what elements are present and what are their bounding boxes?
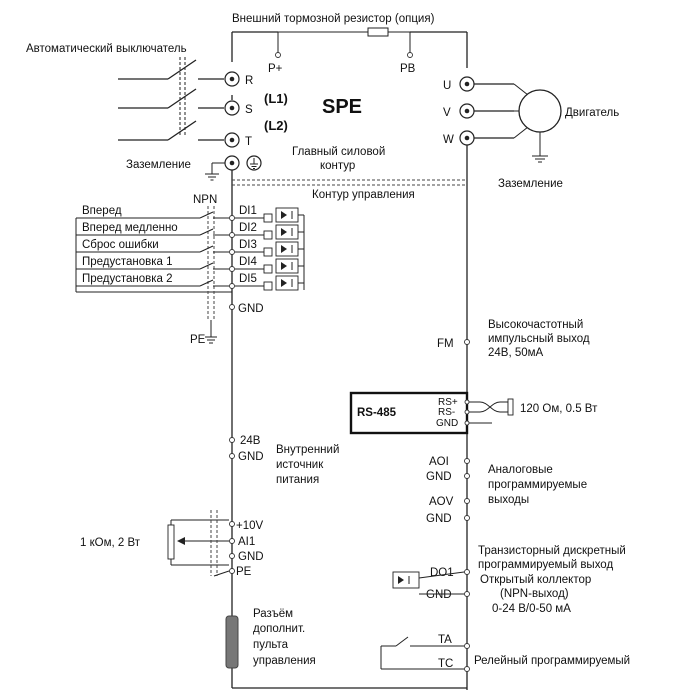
pe-label-di: PE — [190, 334, 206, 346]
gnd-label-di: GND — [238, 303, 264, 315]
terminal-24v: 24В — [240, 435, 261, 447]
ground-label-right: Заземление — [498, 178, 563, 190]
analog-input: 1 кОм, 2 Вт +10V AI1 GND PE — [80, 510, 264, 578]
potentiometer-icon — [167, 524, 175, 560]
terminal-ai1: AI1 — [238, 536, 255, 548]
pot-label: 1 кОм, 2 Вт — [80, 537, 141, 549]
brand-label: SPE — [322, 96, 362, 118]
switch-label-5: Предустановка 2 — [82, 273, 173, 285]
brake-resistor-label: Внешний тормозной резистор (опция) — [232, 13, 435, 25]
brake-resistor: Внешний тормозной резистор (опция) P+ PB — [232, 13, 435, 75]
panel-connector-icon — [225, 615, 239, 669]
terminal-rs-plus: RS+ — [438, 397, 458, 408]
motor-label: Двигатель — [565, 107, 619, 119]
analog-outputs: AOI GND AOV GND Аналоговые программируем… — [426, 456, 587, 525]
fm-desc-1: Высокочастотный — [488, 319, 583, 331]
terminal-di3: DI3 — [239, 239, 257, 251]
switch-label-2: Вперед медленно — [82, 222, 178, 234]
terminal-ta: TA — [438, 634, 452, 646]
ground-icon-right — [532, 155, 548, 163]
do-desc-3: Открытый коллектор — [480, 574, 591, 586]
terminal-r: R — [245, 75, 253, 87]
ground-icon-left — [205, 173, 219, 181]
transistor-output-icon — [392, 571, 420, 589]
terminator-resistor-icon — [507, 398, 514, 416]
terminal-t: T — [245, 136, 252, 148]
terminal-tc: TC — [438, 658, 453, 670]
fm-output: FM Высокочастотный импульсный выход 24В,… — [437, 319, 590, 359]
analog-desc-3: выходы — [488, 494, 529, 506]
terminal-di5: DI5 — [239, 273, 257, 285]
terminal-di4: DI4 — [239, 256, 258, 268]
terminal-aoi: AOI — [429, 456, 449, 468]
terminal-pb: PB — [400, 63, 416, 75]
main-circuit-line2: контур — [320, 160, 355, 172]
supply-desc-1: Внутренний — [276, 444, 339, 456]
panel-desc-1: Разъём — [253, 608, 293, 620]
do-desc-4: (NPN-выход) — [500, 588, 569, 600]
fm-desc-3: 24В, 50мА — [488, 347, 544, 359]
terminator-label: 120 Ом, 0.5 Вт — [520, 403, 598, 415]
terminal-s: S — [245, 104, 253, 116]
rs485-box — [349, 391, 469, 435]
analog-desc-1: Аналоговые — [488, 464, 553, 476]
relay-output: TA TC Релейный программируемый — [380, 634, 630, 672]
switch-label-4: Предустановка 1 — [82, 256, 173, 268]
switch-label-1: Вперед — [82, 205, 122, 217]
relay-contact-icon — [395, 636, 409, 647]
terminal-u: U — [443, 80, 451, 92]
terminal-10v: +10V — [236, 520, 264, 532]
terminal-rs-minus: RS- — [438, 407, 455, 418]
terminal-aov: AOV — [429, 496, 454, 508]
brake-resistor-symbol — [367, 27, 389, 37]
digital-inputs: NPN GND PE Вперед DI1 Вперед медленно DI… — [75, 194, 305, 346]
motor-output: U V W Двигатель Заземление — [443, 76, 619, 190]
panel-desc-4: управления — [253, 655, 316, 667]
fm-desc-2: импульсный выход — [488, 333, 590, 345]
relay-desc: Релейный программируемый — [474, 655, 630, 667]
rs485-block: RS-485 RS+ RS- GND 120 Ом, 0.5 Вт — [349, 391, 598, 435]
terminal-do1: DO1 — [430, 567, 454, 579]
label-l2: (L2) — [264, 118, 288, 133]
analog-desc-2: программируемые — [488, 479, 587, 491]
motor-icon — [518, 89, 562, 133]
control-circuit-label: Контур управления — [312, 189, 415, 201]
internal-supply: 24В GND Внутренний источник питания — [229, 435, 339, 486]
npn-label: NPN — [193, 194, 217, 206]
panel-desc-3: пульта — [253, 639, 289, 651]
terminal-gnd-2: GND — [426, 513, 452, 525]
terminal-w: W — [443, 134, 454, 146]
terminal-rs-gnd: GND — [436, 418, 458, 429]
switch-label-3: Сброс ошибки — [82, 239, 159, 251]
breaker-label: Автоматический выключатель — [26, 43, 187, 55]
main-circuit-line1: Главный силовой — [292, 146, 385, 158]
supply-desc-3: питания — [276, 474, 319, 486]
digital-output: DO1 GND Транзисторный дискретный програм… — [392, 545, 626, 615]
terminal-gnd-3: GND — [426, 589, 452, 601]
label-l1: (L1) — [264, 91, 288, 106]
terminal-gnd-ai: GND — [238, 551, 264, 563]
supply-desc-2: источник — [276, 459, 324, 471]
panel-desc-2: дополнит. — [253, 623, 305, 635]
terminal-fm: FM — [437, 338, 454, 350]
terminal-gnd-1: GND — [426, 471, 452, 483]
do-desc-5: 0-24 В/0-50 мА — [492, 603, 571, 615]
rs485-label: RS-485 — [357, 407, 397, 419]
terminal-v: V — [443, 107, 451, 119]
terminal-gnd-supply: GND — [238, 451, 264, 463]
terminal-di1: DI1 — [239, 205, 257, 217]
terminal-p-plus: P+ — [268, 63, 283, 75]
do-desc-2: программируемый выход — [478, 559, 613, 571]
panel-connector: Разъём дополнит. пульта управления — [225, 608, 316, 669]
ground-label-left: Заземление — [126, 159, 191, 171]
terminal-di2: DI2 — [239, 222, 257, 234]
power-input: Автоматический выключатель R S T (L1) (L… — [26, 43, 288, 181]
terminal-pe-ai: PE — [236, 566, 252, 578]
do-desc-1: Транзисторный дискретный — [478, 545, 626, 557]
